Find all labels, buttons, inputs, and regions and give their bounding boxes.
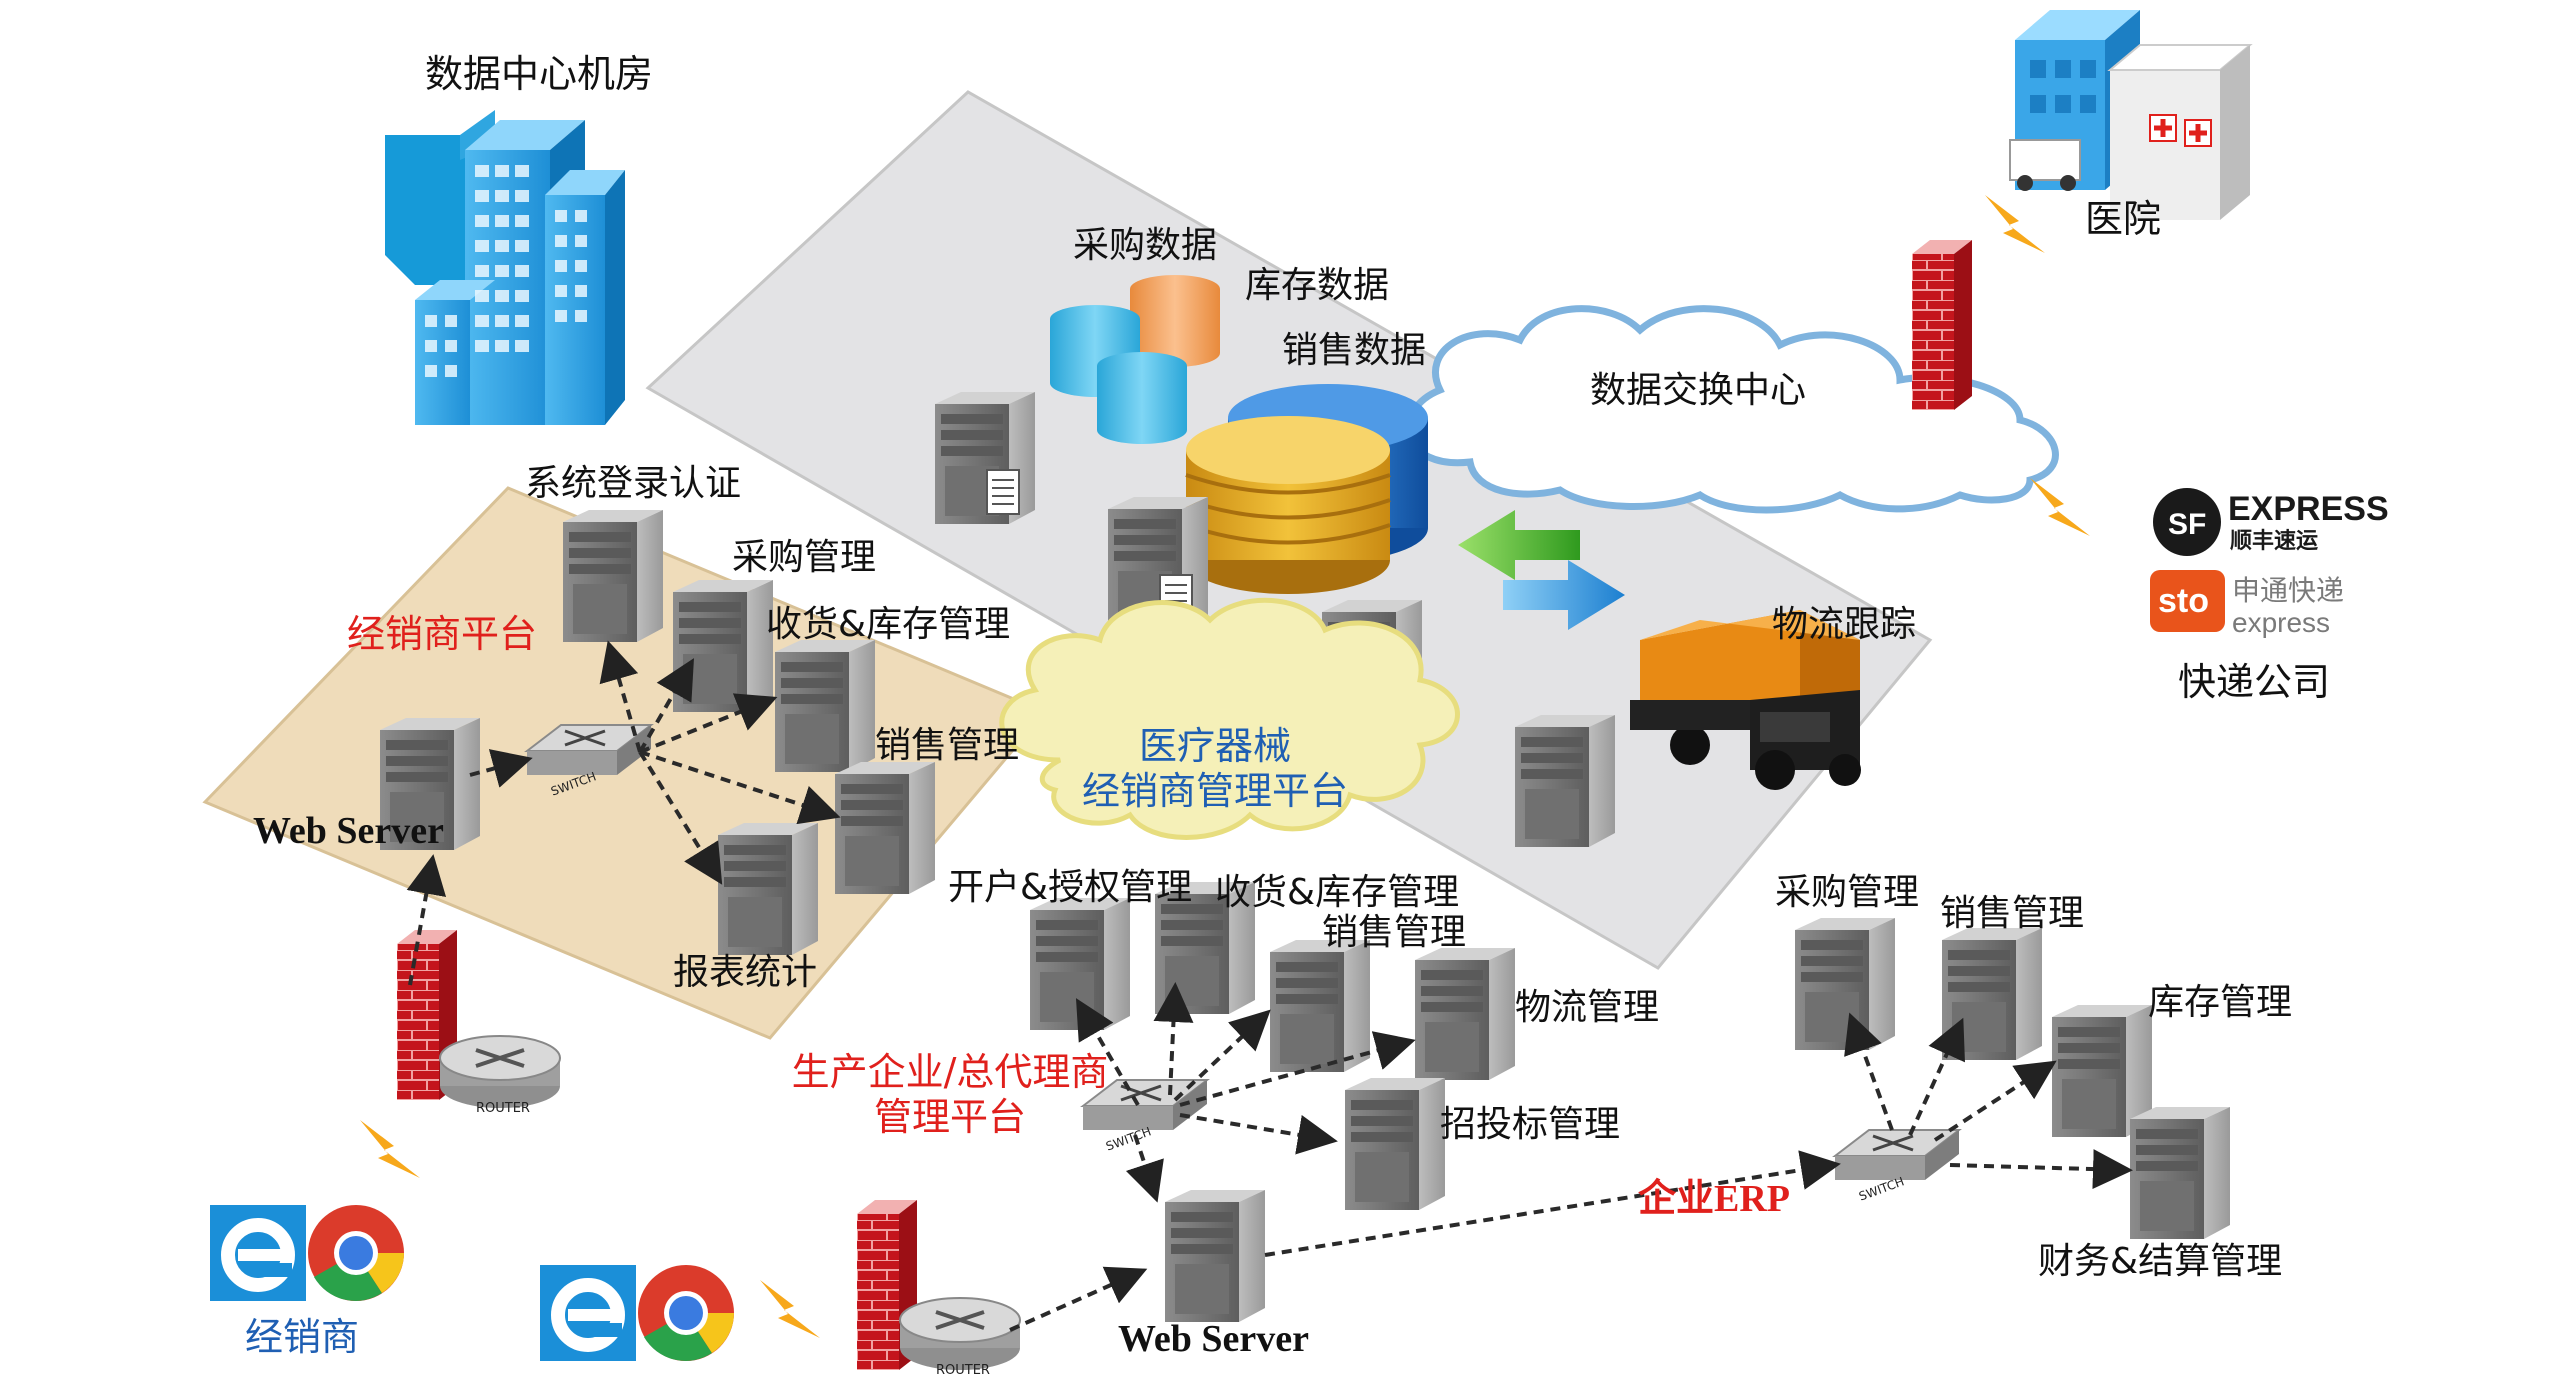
sso-server-icon (563, 510, 663, 642)
mfr-platform-line2: 管理平台 (873, 1095, 1026, 1139)
datacenter-label: 数据中心机房 (425, 52, 654, 96)
erp-finance-label: 财务&结算管理 (2038, 1241, 2283, 1282)
inventory-database-icon (1097, 352, 1187, 444)
express-company-label: 快递公司 (2178, 660, 2331, 704)
dealer-receiving-server-icon (775, 640, 875, 772)
logistics-mgmt-label: 物流管理 (1515, 987, 1660, 1028)
dealer-purchase-label: 采购管理 (732, 537, 877, 578)
erp-finance-server-icon (2130, 1107, 2230, 1239)
dealer-receiving-label: 收货&库存管理 (766, 604, 1011, 645)
mfr-sales-label: 销售管理 (1322, 912, 1467, 953)
open-auth-server-icon (1030, 898, 1130, 1030)
dealer-sales-server-icon (835, 762, 935, 894)
erp-inventory-label: 库存管理 (2148, 982, 2293, 1023)
dealer-router-caption: ROUTER (476, 1101, 530, 1116)
svg-text:sto: sto (2158, 582, 2209, 620)
dealer-reports-server-icon (718, 823, 818, 955)
bottom-web-server-label: Web Server (1118, 1318, 1310, 1360)
logistics-truck-icon (1630, 610, 1861, 790)
logistics-server-icon (1515, 715, 1615, 847)
chrome-browser-icon (308, 1205, 404, 1301)
datacenter-building-icon (385, 110, 625, 425)
database-server-icon (935, 392, 1035, 524)
platform-cloud (999, 597, 1460, 840)
exchange-center-label: 数据交换中心 (1590, 370, 1807, 411)
dealer-sales-label: 销售管理 (875, 725, 1020, 766)
purchase-data-label: 采购数据 (1073, 225, 1218, 266)
bottom-link-bolt-icon (760, 1280, 820, 1338)
dealer-platform-label: 经销商平台 (347, 612, 538, 656)
dealer-label: 经销商 (245, 1315, 360, 1359)
bottom-router-icon (898, 1296, 1022, 1372)
svg-text:express: express (2232, 607, 2330, 638)
erp-purchase-label: 采购管理 (1775, 872, 1920, 913)
svg-text:SF: SF (2168, 508, 2206, 541)
mfr-platform-line1: 生产企业/总代理商 (791, 1050, 1109, 1094)
express-link-bolt-icon (2030, 478, 2090, 536)
mfr-receiving-label: 收货&库存管理 (1215, 872, 1460, 913)
enterprise-erp-label: 企业ERP (1638, 1178, 1791, 1220)
svg-text:顺丰速运: 顺丰速运 (2230, 528, 2318, 554)
ie-browser-icon (210, 1205, 306, 1301)
exchange-arrows-icon (1458, 510, 1625, 630)
tender-mgmt-label: 招投标管理 (1440, 1104, 1621, 1145)
svg-text:EXPRESS: EXPRESS (2228, 490, 2389, 528)
dealer-reports-label: 报表统计 (673, 952, 818, 993)
mfr-sales-server-icon (1270, 940, 1370, 1072)
logistics-tracking-label: 物流跟踪 (1772, 604, 1917, 645)
bottom-web-server-icon (1165, 1190, 1265, 1322)
svg-text:申通快递: 申通快递 (2232, 574, 2344, 607)
sto-express-logo: sto 申通快递 express (2150, 570, 2344, 638)
dealer-link-bolt-icon (360, 1120, 420, 1178)
dealer-purchase-server-icon (673, 580, 773, 712)
sso-label: 系统登录认证 (525, 463, 742, 504)
dealer-web-server-label: Web Server (253, 810, 445, 852)
logistics-mgmt-server-icon (1415, 948, 1515, 1080)
sales-data-label: 销售数据 (1282, 330, 1427, 371)
main-database-icon (1185, 416, 1391, 594)
erp-purchase-server-icon (1795, 918, 1895, 1050)
chrome-browser-icon (638, 1265, 734, 1361)
sf-express-logo: SF EXPRESS 顺丰速运 (2153, 488, 2389, 556)
erp-sales-label: 销售管理 (1940, 893, 2085, 934)
tender-server-icon (1345, 1078, 1445, 1210)
bottom-router-caption: ROUTER (936, 1363, 990, 1378)
cloud-title-line2: 经销商管理平台 (1081, 769, 1348, 813)
hospital-link-bolt-icon (1985, 195, 2045, 253)
hospital-icon (2009, 10, 2253, 220)
dealer-router-icon (438, 1034, 562, 1110)
ie-browser-icon (540, 1265, 636, 1361)
open-auth-label: 开户&授权管理 (948, 867, 1193, 908)
hospital-firewall-icon (1912, 240, 1972, 410)
cloud-title-line1: 医疗器械 (1138, 724, 1291, 768)
inventory-data-label: 库存数据 (1245, 265, 1390, 306)
dashed-connections (406, 640, 2133, 1332)
exchange-cloud (1405, 305, 2059, 514)
hospital-label: 医院 (2085, 197, 2162, 241)
erp-sales-server-icon (1942, 928, 2042, 1060)
